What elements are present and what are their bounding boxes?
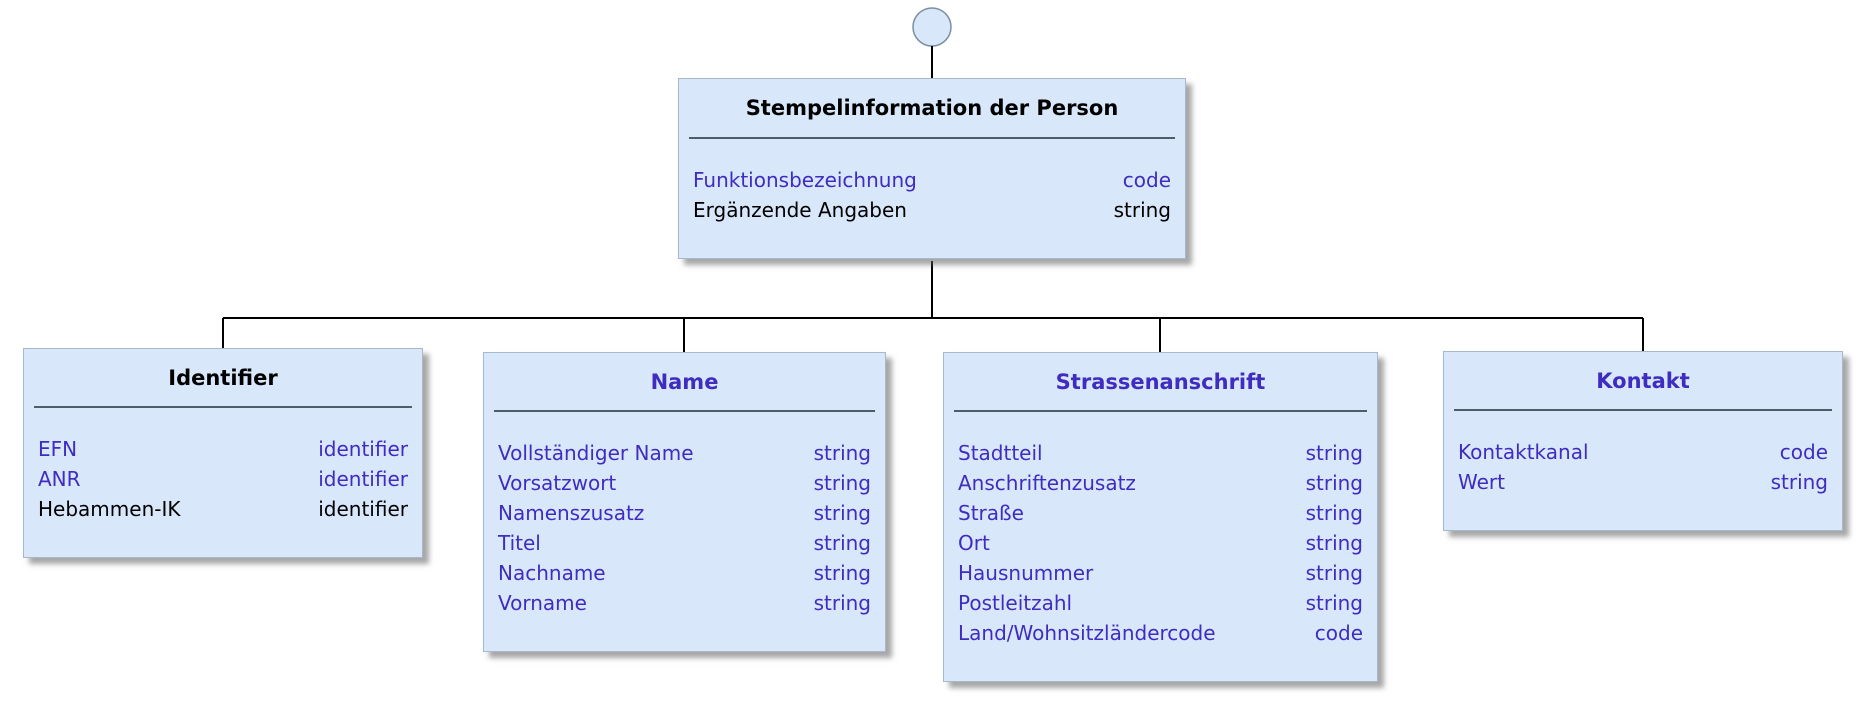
attribute-row: Vorname string (498, 588, 871, 618)
attribute-type[interactable]: string (1305, 441, 1363, 465)
attribute-name[interactable]: Kontaktkanal (1458, 440, 1589, 464)
attribute-type: string (1113, 198, 1171, 222)
attribute-row: Ort string (958, 528, 1363, 558)
attribute-row: Ergänzende Angaben string (693, 195, 1171, 225)
attribute-type[interactable]: string (813, 531, 871, 555)
root-anchor-circle-icon (912, 7, 952, 47)
attribute-name[interactable]: Ort (958, 531, 990, 555)
entity-title[interactable]: Name (650, 369, 719, 394)
attribute-type[interactable]: string (1305, 561, 1363, 585)
attribute-row: Funktionsbezeichnung code (693, 165, 1171, 195)
attribute-name[interactable]: Land/Wohnsitzländercode (958, 621, 1216, 645)
attribute-name[interactable]: Stadtteil (958, 441, 1043, 465)
attribute-type[interactable]: string (1305, 531, 1363, 555)
attribute-name[interactable]: Vorname (498, 591, 587, 615)
attribute-type[interactable]: identifier (318, 437, 408, 461)
attribute-type[interactable]: string (1305, 501, 1363, 525)
entity-name: Name Vollständiger Name string Vorsatzwo… (483, 352, 886, 652)
attribute-row: Titel string (498, 528, 871, 558)
attribute-name[interactable]: ANR (38, 467, 81, 491)
attribute-row: Hausnummer string (958, 558, 1363, 588)
title-separator (494, 410, 875, 412)
entity-title[interactable]: Kontakt (1596, 368, 1690, 393)
attribute-name[interactable]: Nachname (498, 561, 606, 585)
attribute-rows: EFN identifier ANR identifier Hebammen-I… (24, 408, 422, 557)
attribute-name[interactable]: Vollständiger Name (498, 441, 694, 465)
attribute-name[interactable]: Hausnummer (958, 561, 1094, 585)
title-separator (954, 410, 1367, 412)
attribute-name: Hebammen-IK (38, 497, 181, 521)
attribute-rows: Funktionsbezeichnung code Ergänzende Ang… (679, 139, 1185, 258)
attribute-row: Hebammen-IK identifier (38, 494, 408, 524)
attribute-type: identifier (318, 497, 408, 521)
entity-kontakt: Kontakt Kontaktkanal code Wert string (1443, 351, 1843, 531)
entity-title: Identifier (168, 365, 278, 390)
entity-strassenanschrift: Strassenanschrift Stadtteil string Ansch… (943, 352, 1378, 682)
attribute-type[interactable]: string (813, 501, 871, 525)
attribute-type[interactable]: string (813, 471, 871, 495)
attribute-name[interactable]: Straße (958, 501, 1024, 525)
attribute-rows: Vollständiger Name string Vorsatzwort st… (484, 412, 885, 651)
attribute-type[interactable]: identifier (318, 467, 408, 491)
title-separator (689, 137, 1175, 139)
attribute-name[interactable]: Postleitzahl (958, 591, 1073, 615)
attribute-type[interactable]: string (1305, 591, 1363, 615)
attribute-name[interactable]: Wert (1458, 470, 1505, 494)
attribute-row: Kontaktkanal code (1458, 437, 1828, 467)
attribute-type[interactable]: code (1779, 440, 1828, 464)
attribute-name[interactable]: Vorsatzwort (498, 471, 617, 495)
attribute-row: Namenszusatz string (498, 498, 871, 528)
attribute-row: Vollständiger Name string (498, 438, 871, 468)
attribute-row: EFN identifier (38, 434, 408, 464)
title-separator (1454, 409, 1832, 411)
attribute-row: Anschriftenzusatz string (958, 468, 1363, 498)
attribute-name[interactable]: Funktionsbezeichnung (693, 168, 917, 192)
attribute-name[interactable]: Namenszusatz (498, 501, 645, 525)
entity-identifier: Identifier EFN identifier ANR identifier… (23, 348, 423, 558)
attribute-type[interactable]: string (813, 591, 871, 615)
entity-title[interactable]: Strassenanschrift (1055, 369, 1266, 394)
attribute-row: ANR identifier (38, 464, 408, 494)
attribute-type[interactable]: string (813, 441, 871, 465)
attribute-name: Ergänzende Angaben (693, 198, 907, 222)
attribute-row: Nachname string (498, 558, 871, 588)
attribute-type[interactable]: code (1314, 621, 1363, 645)
attribute-row: Wert string (1458, 467, 1828, 497)
attribute-rows: Kontaktkanal code Wert string (1444, 411, 1842, 530)
attribute-row: Postleitzahl string (958, 588, 1363, 618)
attribute-name[interactable]: EFN (38, 437, 78, 461)
attribute-type[interactable]: string (813, 561, 871, 585)
attribute-type[interactable]: code (1122, 168, 1171, 192)
attribute-type[interactable]: string (1305, 471, 1363, 495)
attribute-type[interactable]: string (1770, 470, 1828, 494)
attribute-rows: Stadtteil string Anschriftenzusatz strin… (944, 412, 1377, 681)
attribute-name[interactable]: Anschriftenzusatz (958, 471, 1136, 495)
attribute-row: Land/Wohnsitzländercode code (958, 618, 1363, 648)
entity-title: Stempelinformation der Person (745, 96, 1119, 120)
attribute-name[interactable]: Titel (498, 531, 541, 555)
attribute-row: Vorsatzwort string (498, 468, 871, 498)
title-separator (34, 406, 412, 408)
attribute-row: Straße string (958, 498, 1363, 528)
entity-root: Stempelinformation der Person Funktionsb… (678, 78, 1186, 259)
attribute-row: Stadtteil string (958, 438, 1363, 468)
